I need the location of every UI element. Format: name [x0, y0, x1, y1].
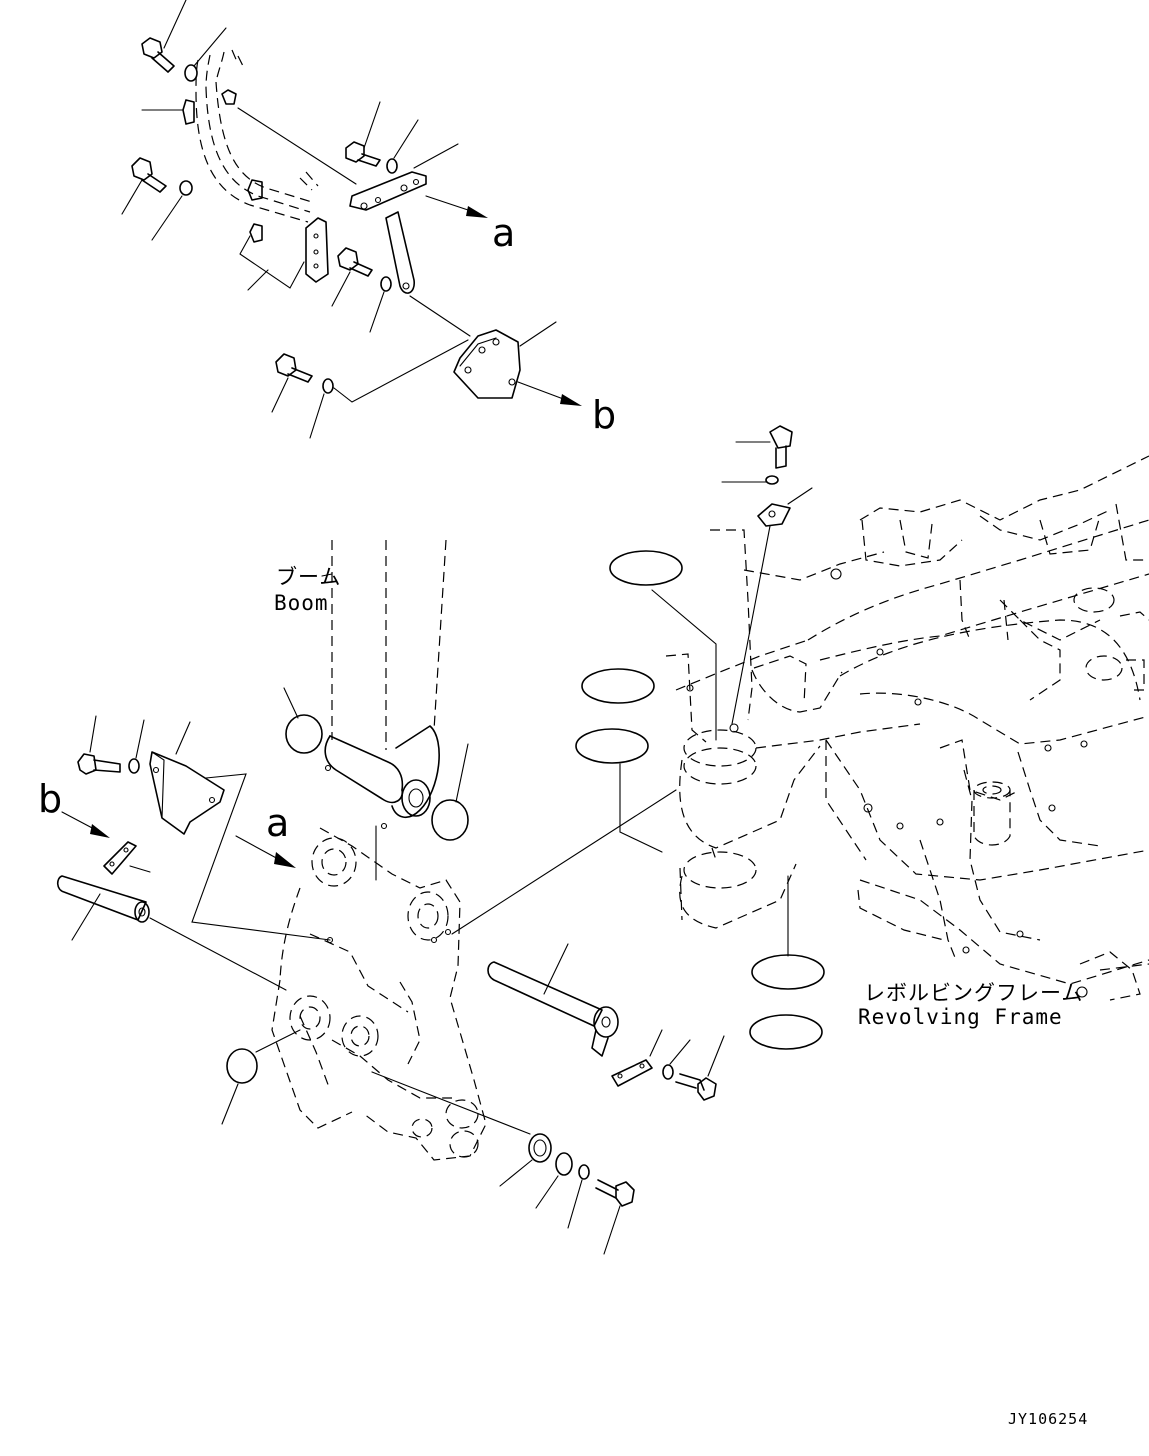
washer-6	[128, 719, 145, 774]
boom-outline	[324, 539, 447, 881]
bracket-arm	[237, 107, 459, 294]
frame-shims	[575, 550, 825, 1050]
bolt-8	[595, 1179, 635, 1255]
lock-plate-right	[611, 1029, 663, 1087]
washer-3	[386, 119, 419, 174]
main-pin	[487, 943, 619, 1057]
drawing-code: JY106254	[1008, 1410, 1089, 1428]
shim-boom-left	[283, 687, 323, 754]
washer-10	[721, 475, 779, 485]
bolt-9	[735, 425, 793, 469]
hose-bundle	[195, 49, 319, 223]
clip	[731, 487, 813, 725]
lock-plate-left	[103, 841, 151, 875]
washer-5	[309, 339, 469, 439]
shim-bottom	[499, 1133, 552, 1187]
callout-b-top: b	[592, 393, 617, 437]
frame-label-en: Revolving Frame	[858, 1005, 1063, 1029]
pin-left	[56, 875, 287, 991]
shim-boom-right	[431, 743, 469, 841]
bolt-7	[675, 1035, 725, 1101]
arrow-b-left	[61, 811, 110, 838]
bolt-2	[121, 157, 167, 215]
washer-7	[662, 1039, 691, 1080]
cover-plate	[409, 295, 557, 399]
arrow-a-left	[235, 835, 296, 868]
swing-bracket	[271, 789, 677, 1161]
washer-9	[567, 1164, 590, 1229]
shim-bracket	[221, 1029, 301, 1125]
washer-2	[151, 180, 193, 241]
washer-1	[184, 27, 227, 82]
boom-label-en: Boom	[274, 591, 329, 615]
boom-label-jp: ブーム	[276, 565, 342, 589]
bolt-5	[271, 353, 313, 413]
clamp-2	[239, 179, 329, 291]
bolt-1	[141, 0, 187, 73]
callout-a-top: a	[492, 211, 516, 255]
frame-label-jp: レボルビングフレーム	[864, 981, 1084, 1005]
bolt-3	[345, 101, 381, 167]
arrow-b-top	[517, 381, 582, 406]
callout-a-left: a	[266, 801, 290, 845]
bolt-6	[77, 715, 121, 775]
callout-b-left: b	[38, 777, 63, 821]
bolt-4	[331, 247, 373, 307]
boom-leader	[321, 573, 333, 577]
revolving-frame	[665, 455, 1149, 1001]
clamp-1	[141, 89, 237, 125]
washer-4	[369, 276, 392, 333]
washer-8	[535, 1152, 573, 1209]
arrow-a-top	[425, 195, 488, 218]
cover-small	[149, 721, 331, 941]
